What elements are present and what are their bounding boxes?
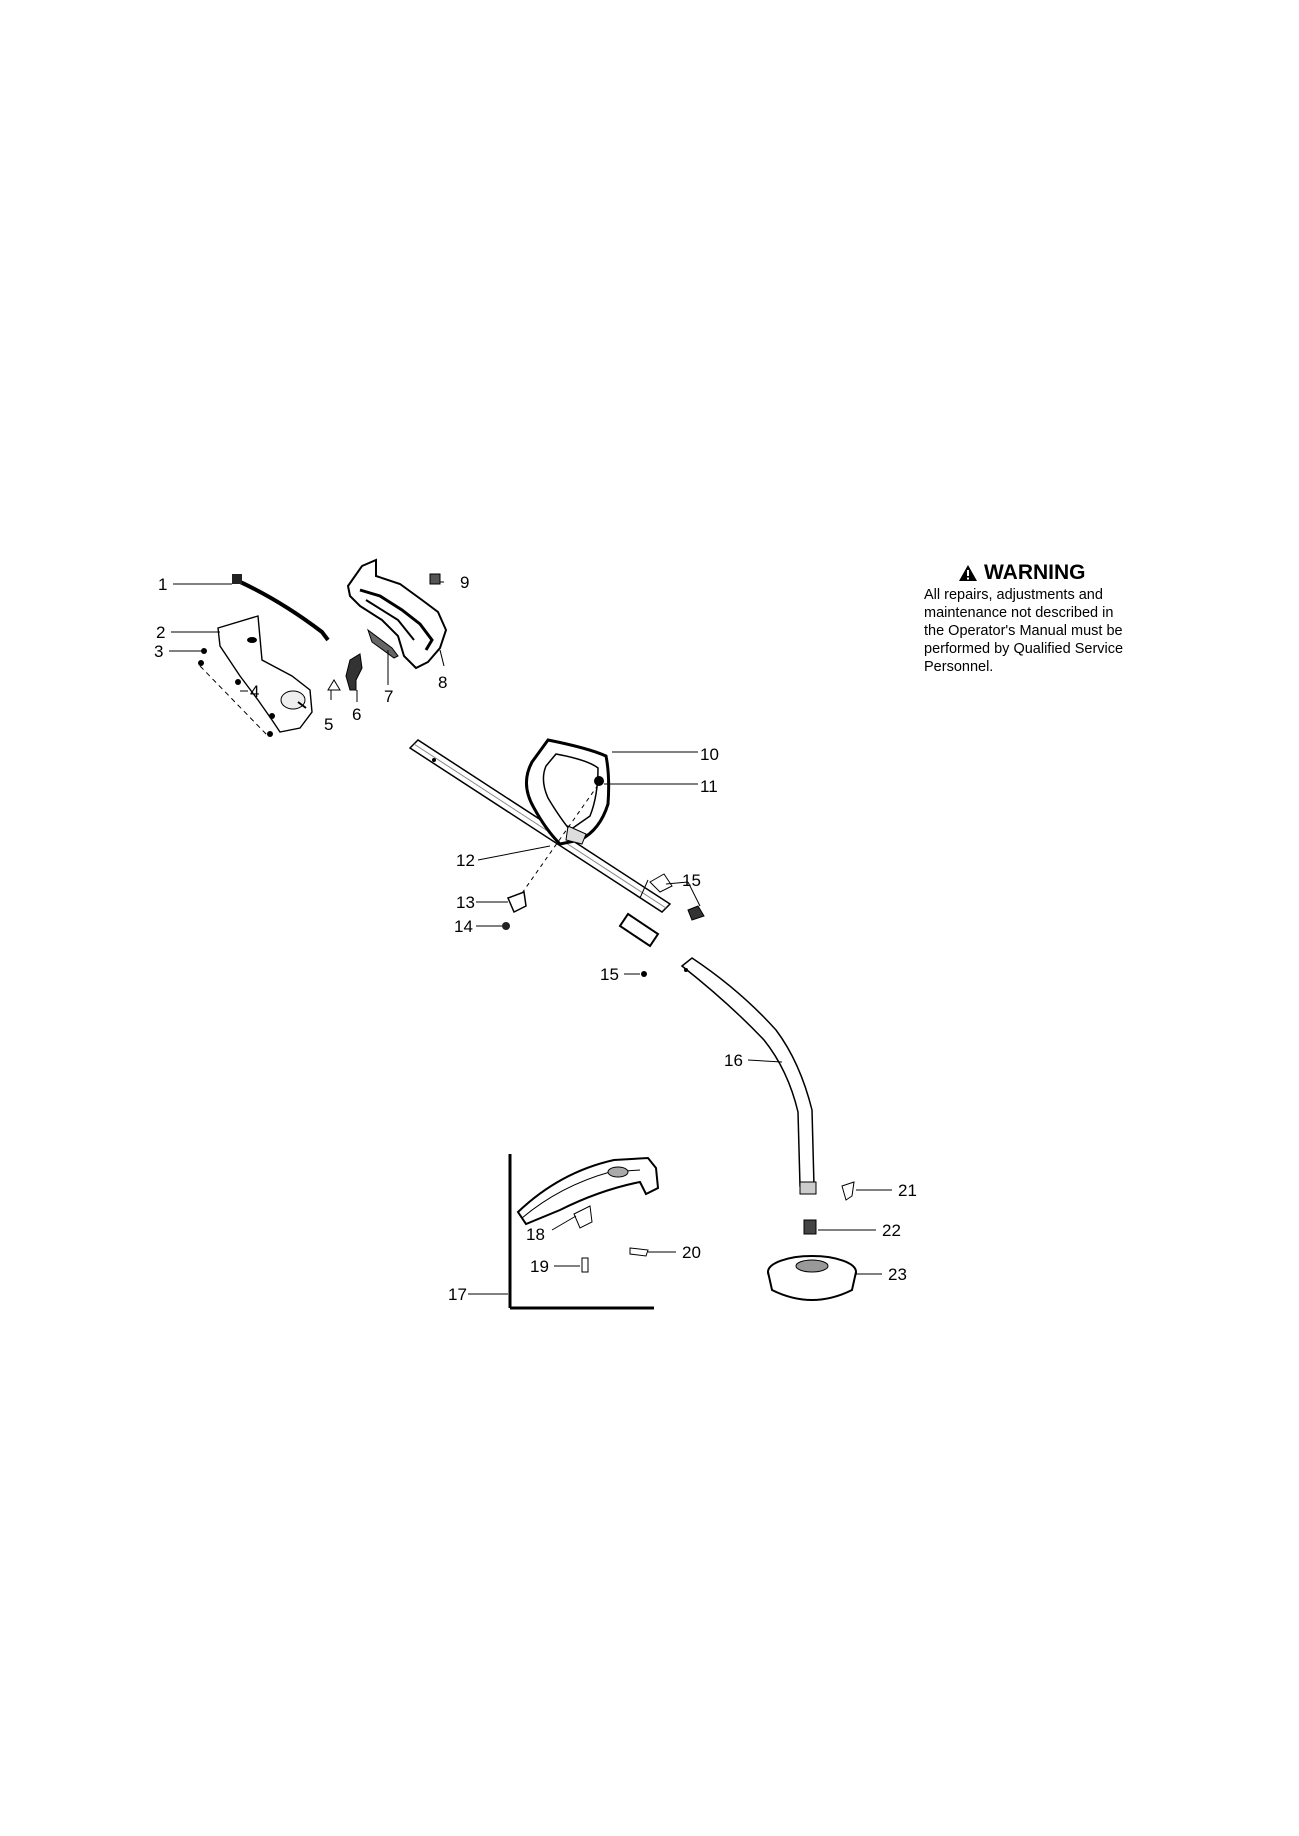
warning-notice: WARNING All repairs, adjustments and mai… — [924, 562, 1164, 676]
callout-15-screw: 15 — [600, 965, 619, 984]
callout-1: 1 — [158, 575, 167, 594]
switch — [429, 573, 441, 585]
warning-triangle-icon — [959, 565, 977, 581]
spring — [327, 679, 341, 691]
callout-5: 5 — [324, 715, 333, 734]
guard — [516, 1156, 660, 1226]
callout-19: 19 — [530, 1257, 549, 1276]
handle-clamp — [507, 890, 527, 914]
callout-6: 6 — [352, 705, 361, 724]
callout-12: 12 — [456, 851, 475, 870]
callout-20: 20 — [682, 1243, 701, 1262]
callout-18: 18 — [526, 1225, 545, 1244]
housing-half — [217, 615, 313, 733]
warning-text: All repairs, adjustments and maintenance… — [924, 587, 1124, 675]
callout-23: 23 — [888, 1265, 907, 1284]
callout-22: 22 — [882, 1221, 901, 1240]
coupler-screw — [641, 971, 647, 977]
trigger — [345, 653, 363, 691]
trimmer-head — [767, 1255, 857, 1301]
callout-13: 13 — [456, 893, 475, 912]
callout-3: 3 — [154, 642, 163, 661]
callout-8: 8 — [438, 673, 447, 692]
warning-heading: WARNING — [958, 562, 1164, 584]
callout-16: 16 — [724, 1051, 743, 1070]
warning-title: WARNING — [984, 561, 1086, 584]
lockout-lever — [367, 628, 399, 659]
handle-housing — [346, 558, 448, 670]
knob — [502, 922, 510, 930]
handle-bolt-guide — [519, 784, 599, 897]
callout-4: 4 — [250, 682, 259, 701]
callout-9: 9 — [460, 573, 469, 592]
callout-14: 14 — [454, 917, 473, 936]
spindle — [803, 1219, 817, 1235]
shaft-clamp — [841, 1181, 855, 1201]
callout-7: 7 — [384, 687, 393, 706]
throttle-cable — [232, 574, 330, 642]
upper-shaft — [408, 739, 672, 913]
lower-shaft — [680, 957, 817, 1195]
callout-21: 21 — [898, 1181, 917, 1200]
line-cutter — [573, 1205, 593, 1229]
guard-bolt — [629, 1247, 649, 1257]
screws-group — [198, 648, 275, 737]
guard-screw — [581, 1257, 589, 1273]
callout-11: 11 — [700, 777, 718, 796]
callout-17: 17 — [448, 1285, 467, 1304]
callout-10: 10 — [700, 745, 719, 764]
guard-group-bracket — [508, 1154, 654, 1310]
assist-handle — [525, 738, 611, 846]
callout-15-clamp: 15 — [682, 871, 701, 890]
leader-lines — [169, 581, 892, 1295]
coupler-clamp — [618, 873, 705, 948]
callout-2: 2 — [156, 623, 165, 642]
